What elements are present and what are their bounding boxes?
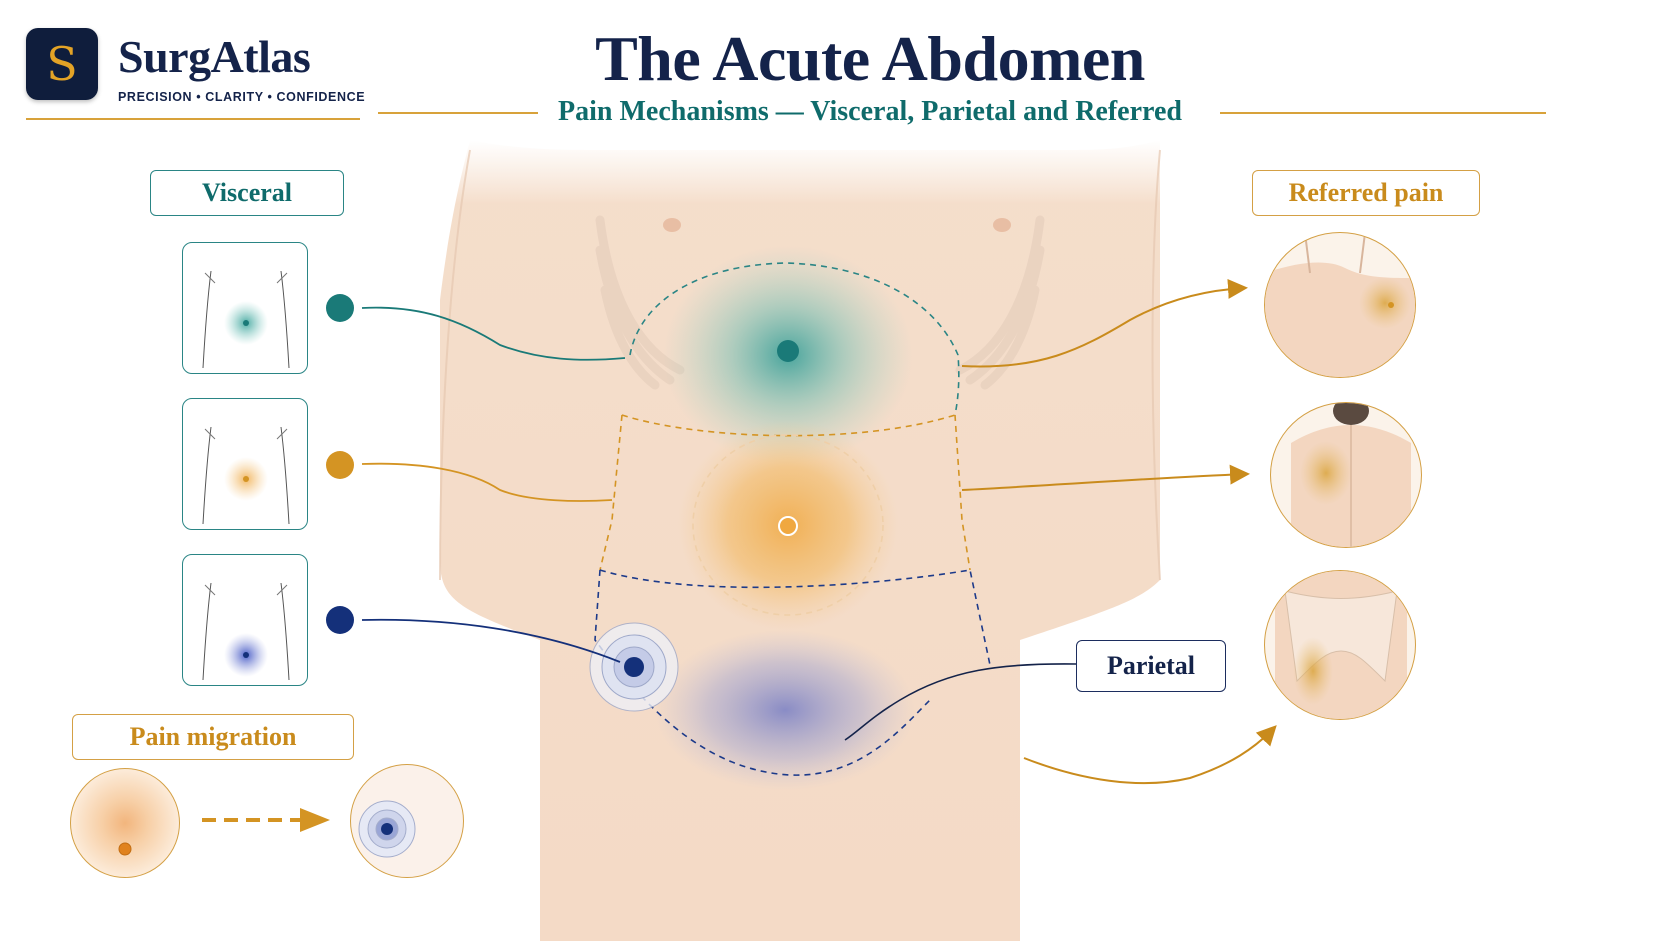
target-icon bbox=[118, 842, 132, 856]
migration-periumbilical-circle bbox=[70, 768, 180, 878]
page-title: The Acute Abdomen bbox=[595, 23, 1145, 94]
torso-outline-icon bbox=[202, 426, 290, 525]
foregut-marker-dot bbox=[326, 294, 354, 322]
title-rule-left bbox=[378, 112, 538, 114]
torso-outline-icon bbox=[202, 582, 290, 681]
shoulder-anatomy-icon bbox=[1265, 233, 1415, 377]
referred-groin-circle[interactable] bbox=[1264, 570, 1416, 720]
title-rule-right bbox=[1220, 112, 1546, 114]
back-anatomy-icon bbox=[1291, 403, 1411, 547]
visceral-thumbnail-periumbilical[interactable] bbox=[182, 398, 308, 530]
visceral-label: Visceral bbox=[150, 170, 344, 216]
brand-logo[interactable]: S bbox=[26, 28, 98, 100]
arrow-right-icon bbox=[202, 808, 332, 832]
hindgut-marker-dot bbox=[326, 606, 354, 634]
referred-shoulder-circle[interactable] bbox=[1264, 232, 1416, 378]
torso-outline-icon bbox=[202, 270, 290, 369]
brand-tagline: PRECISION • CLARITY • CONFIDENCE bbox=[118, 90, 366, 104]
midgut-marker-dot bbox=[326, 451, 354, 479]
brand-divider bbox=[26, 118, 360, 120]
logo-letter: S bbox=[46, 37, 78, 91]
target-icon bbox=[358, 800, 416, 858]
migration-right-iliac-circle bbox=[350, 764, 464, 878]
groin-anatomy-icon bbox=[1275, 571, 1407, 719]
pain-migration-label: Pain migration bbox=[72, 714, 354, 760]
visceral-thumbnail-hypogastric[interactable] bbox=[182, 554, 308, 686]
referred-pain-label: Referred pain bbox=[1252, 170, 1480, 216]
brand-name: SurgAtlas bbox=[118, 31, 311, 82]
visceral-thumbnail-epigastric[interactable] bbox=[182, 242, 308, 374]
referred-back-circle[interactable] bbox=[1270, 402, 1422, 548]
parietal-label: Parietal bbox=[1076, 640, 1226, 692]
page-subtitle: Pain Mechanisms — Visceral, Parietal and… bbox=[558, 96, 1182, 127]
